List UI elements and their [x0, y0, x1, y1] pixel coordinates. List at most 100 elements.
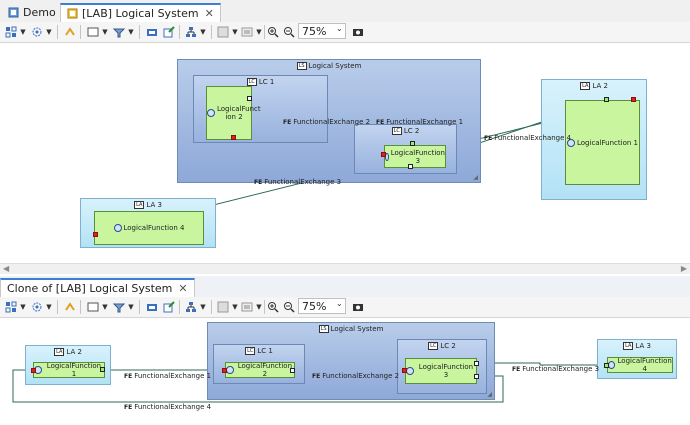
- chevron-down-icon[interactable]: ▼: [46, 28, 52, 36]
- zoom-out-icon[interactable]: [282, 25, 296, 39]
- function-port[interactable]: [31, 368, 36, 373]
- export-icon[interactable]: [216, 300, 230, 314]
- function-port[interactable]: [290, 368, 295, 373]
- actor-icon: LA: [134, 201, 145, 209]
- chevron-down-icon[interactable]: ▼: [46, 303, 52, 311]
- component-icon: LC: [391, 127, 402, 135]
- logical-function-4[interactable]: LogicalFunction 4: [607, 357, 673, 373]
- close-icon[interactable]: ✕: [204, 7, 214, 20]
- actor-icon: LA: [580, 82, 591, 90]
- close-icon[interactable]: ✕: [178, 282, 188, 295]
- export-icon[interactable]: [145, 25, 159, 39]
- chevron-down-icon[interactable]: ▼: [128, 303, 134, 311]
- function-port[interactable]: [410, 141, 415, 146]
- snapshot-icon[interactable]: [351, 25, 365, 39]
- arrange-icon[interactable]: [184, 300, 198, 314]
- function-icon: [608, 361, 616, 369]
- tab-demo[interactable]: Demo: [2, 3, 62, 22]
- chevron-down-icon[interactable]: ▼: [200, 28, 206, 36]
- export-icon[interactable]: [216, 25, 230, 39]
- export-icon[interactable]: [162, 25, 176, 39]
- exchange-icon: FE: [312, 373, 321, 380]
- refresh-icon[interactable]: [63, 300, 77, 314]
- zoom-out-icon[interactable]: [282, 300, 296, 314]
- function-port[interactable]: [381, 152, 386, 157]
- system-icon: LS: [296, 62, 307, 70]
- top-horizontal-scrollbar[interactable]: ◀ ▶: [0, 263, 690, 274]
- chevron-down-icon[interactable]: ▼: [128, 28, 134, 36]
- filter-icon[interactable]: [86, 25, 100, 39]
- chevron-down-icon[interactable]: ▼: [232, 28, 238, 36]
- zoom-level-select[interactable]: 75%: [298, 23, 346, 39]
- tab-clone-logical-system[interactable]: Clone of [LAB] Logical System ✕: [0, 278, 195, 297]
- chevron-down-icon[interactable]: ▼: [20, 28, 26, 36]
- function-port[interactable]: [222, 368, 227, 373]
- chevron-down-icon[interactable]: ▼: [256, 28, 262, 36]
- chevron-down-icon[interactable]: ▼: [102, 28, 108, 36]
- zoom-in-icon[interactable]: [266, 300, 280, 314]
- logical-function-1[interactable]: LogicalFunction 1: [565, 100, 640, 185]
- export-icon[interactable]: [145, 300, 159, 314]
- function-port[interactable]: [231, 135, 236, 140]
- refresh-icon[interactable]: [63, 25, 77, 39]
- function-icon: [226, 366, 234, 374]
- hide-icon[interactable]: [112, 300, 126, 314]
- function-port[interactable]: [474, 374, 479, 379]
- scroll-right-icon[interactable]: ▶: [680, 264, 687, 273]
- export-icon[interactable]: [240, 25, 254, 39]
- diagram-icon: [8, 7, 19, 18]
- chevron-down-icon[interactable]: ⌄: [336, 299, 343, 308]
- component-icon: LC: [245, 347, 256, 355]
- logical-function-4[interactable]: LogicalFunction 4: [94, 211, 204, 245]
- filter-icon[interactable]: [86, 300, 100, 314]
- arrange-icon[interactable]: [184, 25, 198, 39]
- tab-lab-logical-system[interactable]: [LAB] Logical System ✕: [60, 3, 221, 22]
- chevron-down-icon[interactable]: ▼: [256, 303, 262, 311]
- zoom-level-select[interactable]: 75%: [298, 298, 346, 314]
- logical-function-3[interactable]: LogicalFunction 3: [384, 145, 446, 168]
- chevron-down-icon[interactable]: ▼: [200, 303, 206, 311]
- hide-icon[interactable]: [112, 25, 126, 39]
- function-port[interactable]: [100, 367, 105, 372]
- snapshot-icon[interactable]: [351, 300, 365, 314]
- resize-handle-icon[interactable]: ◢: [473, 174, 478, 181]
- chevron-down-icon[interactable]: ▼: [20, 303, 26, 311]
- scroll-left-icon[interactable]: ◀: [3, 264, 10, 273]
- chevron-down-icon[interactable]: ▼: [102, 303, 108, 311]
- logical-function-3[interactable]: LogicalFunction 3: [405, 358, 477, 384]
- resize-handle-icon[interactable]: ◢: [487, 391, 492, 398]
- function-port[interactable]: [402, 368, 407, 373]
- exchange-icon: FE: [512, 366, 521, 373]
- logical-function-2[interactable]: LogicalFunct ion 2: [206, 86, 261, 140]
- chevron-down-icon[interactable]: ⌄: [336, 24, 343, 33]
- logical-function-1[interactable]: LogicalFunction 1: [33, 362, 105, 378]
- function-port[interactable]: [631, 97, 636, 102]
- logical-function-2[interactable]: LogicalFunction 2: [225, 362, 295, 378]
- exchange-icon: FE: [254, 179, 263, 186]
- function-port[interactable]: [604, 363, 609, 368]
- function-port[interactable]: [474, 361, 479, 366]
- export-icon[interactable]: [240, 300, 254, 314]
- select-icon[interactable]: [4, 300, 18, 314]
- function-port[interactable]: [604, 97, 609, 102]
- export-icon[interactable]: [162, 300, 176, 314]
- chevron-down-icon[interactable]: ▼: [232, 303, 238, 311]
- zoom-in-icon[interactable]: [266, 25, 280, 39]
- layout-icon[interactable]: [30, 25, 44, 39]
- layout-icon[interactable]: [30, 300, 44, 314]
- select-icon[interactable]: [4, 25, 18, 39]
- function-port[interactable]: [247, 96, 252, 101]
- function-port[interactable]: [408, 164, 413, 169]
- function-port[interactable]: [93, 232, 98, 237]
- actor-icon: LA: [623, 342, 634, 350]
